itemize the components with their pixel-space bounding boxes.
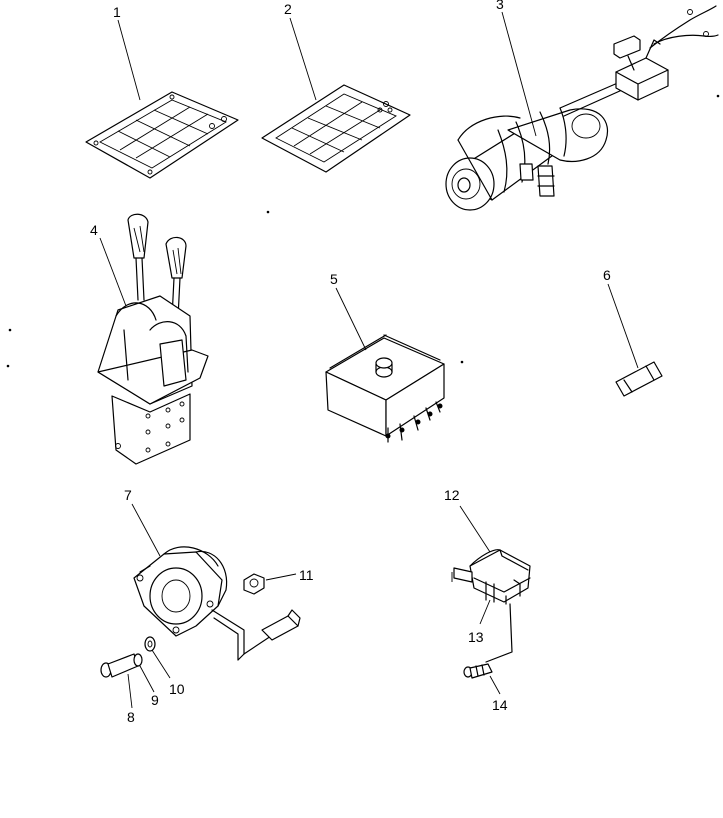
part-9-washer [133, 653, 143, 667]
callout-11: 11 [299, 567, 314, 583]
part-1-plate [85, 91, 239, 179]
part-5-relay-box [325, 334, 445, 443]
part-14-screw [463, 603, 513, 679]
callout-12: 12 [444, 487, 460, 503]
leader-line-2 [289, 17, 317, 101]
leader-line-8 [127, 673, 133, 709]
callout-10: 10 [169, 681, 185, 697]
callout-8: 8 [127, 709, 135, 725]
leader-line-13 [479, 599, 491, 625]
part-3-motor-assembly [445, 5, 719, 211]
leader-line-4 [99, 237, 127, 307]
callout-2: 2 [284, 1, 292, 17]
leader-line-9 [139, 665, 155, 693]
part-6-fuse [615, 361, 663, 397]
leader-line-7 [131, 503, 161, 557]
scan-specks [6, 94, 720, 368]
callout-9: 9 [151, 692, 159, 708]
leader-line-11 [265, 573, 297, 581]
callout-5: 5 [330, 271, 338, 287]
part-11-nut [243, 573, 265, 595]
callout-13: 13 [468, 629, 484, 645]
part-10-washer [144, 636, 156, 652]
callout-1: 1 [113, 4, 121, 20]
leader-line-3 [501, 11, 537, 137]
leader-line-14 [489, 675, 501, 695]
callout-4: 4 [90, 222, 98, 238]
part-8-bolt [100, 653, 139, 678]
leader-line-1 [117, 19, 141, 101]
part-7-rotary-switch [133, 546, 301, 661]
leader-line-10 [151, 649, 171, 679]
callout-3: 3 [496, 0, 504, 12]
callout-6: 6 [603, 267, 611, 283]
part-4-lever-control [97, 213, 209, 465]
leader-line-5 [335, 287, 367, 351]
leader-line-6 [607, 283, 639, 369]
part-2-plate [261, 84, 411, 173]
callout-14: 14 [492, 697, 508, 713]
leader-line-12 [459, 505, 491, 553]
part-12-switch [451, 549, 531, 605]
callout-7: 7 [124, 487, 132, 503]
